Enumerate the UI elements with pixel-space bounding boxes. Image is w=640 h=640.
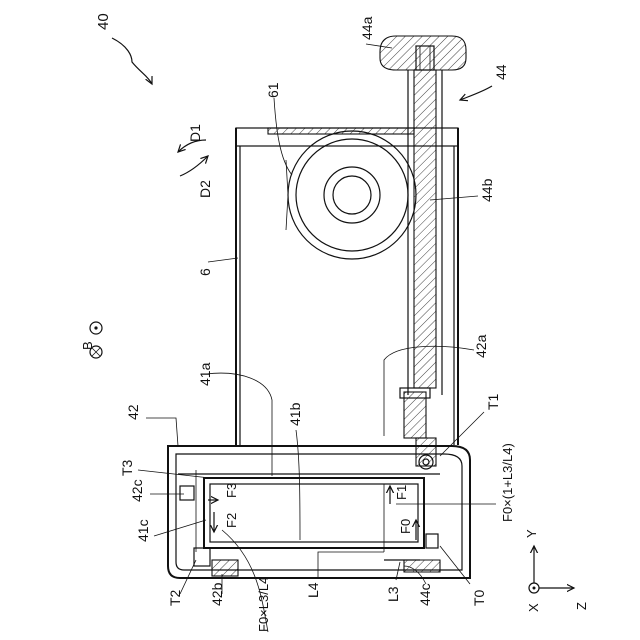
leader-41a [206, 373, 272, 476]
label-d1: D1 [187, 124, 203, 142]
label-41b: 41b [287, 402, 303, 426]
label-42b: 42b [209, 582, 225, 606]
label-44a: 44a [359, 16, 375, 40]
label-42c: 42c [129, 479, 145, 502]
axis-label-y: Y [524, 529, 539, 538]
leader-t1 [440, 412, 484, 456]
label-f1: F1 [394, 485, 409, 500]
label-41c: 41c [135, 519, 151, 542]
label-l4: L4 [305, 582, 321, 598]
label-44: 44 [493, 64, 509, 80]
label-f3: F3 [224, 483, 239, 498]
roll-61 [286, 131, 416, 259]
arrow-d2 [180, 156, 208, 176]
label-41a: 41a [197, 362, 213, 386]
label-44b: 44b [479, 178, 495, 202]
leader-42 [146, 418, 178, 446]
label-t3: T3 [119, 459, 135, 476]
label-42: 42 [125, 404, 141, 420]
leader-l4 [318, 552, 384, 578]
coordinate-axes [529, 546, 574, 593]
leader-41c [154, 520, 206, 536]
label-t0: T0 [471, 589, 487, 606]
pivot-region-t1 [400, 388, 436, 469]
frame-41 [178, 470, 440, 552]
axis-label-x: X [526, 603, 541, 612]
part-44c [404, 560, 440, 572]
leader-44 [460, 86, 492, 100]
knob-44a [380, 36, 466, 70]
label-61: 61 [265, 82, 281, 98]
axis-label-z: Z [574, 602, 589, 610]
label-l3: L3 [385, 586, 401, 602]
bolt-42b [194, 548, 238, 576]
label-44c: 44c [417, 583, 433, 606]
label-6: 6 [197, 268, 213, 276]
label-d2: D2 [197, 180, 213, 198]
bolt-42c [180, 486, 194, 500]
figure-number-label: 40 [95, 13, 112, 30]
b-direction-symbol [90, 322, 102, 358]
leader-6 [208, 258, 238, 262]
label-42a: 42a [473, 334, 489, 358]
label-t1: T1 [485, 393, 501, 410]
label-f2: F2 [224, 513, 239, 528]
label-formula-left: F0×L3/L4 [256, 577, 271, 632]
label-f0: F0 [398, 519, 413, 534]
label-formula-top: F0×(1+L3/L4) [500, 443, 515, 522]
leader-61 [274, 98, 292, 175]
figure-number-leader [112, 38, 152, 84]
